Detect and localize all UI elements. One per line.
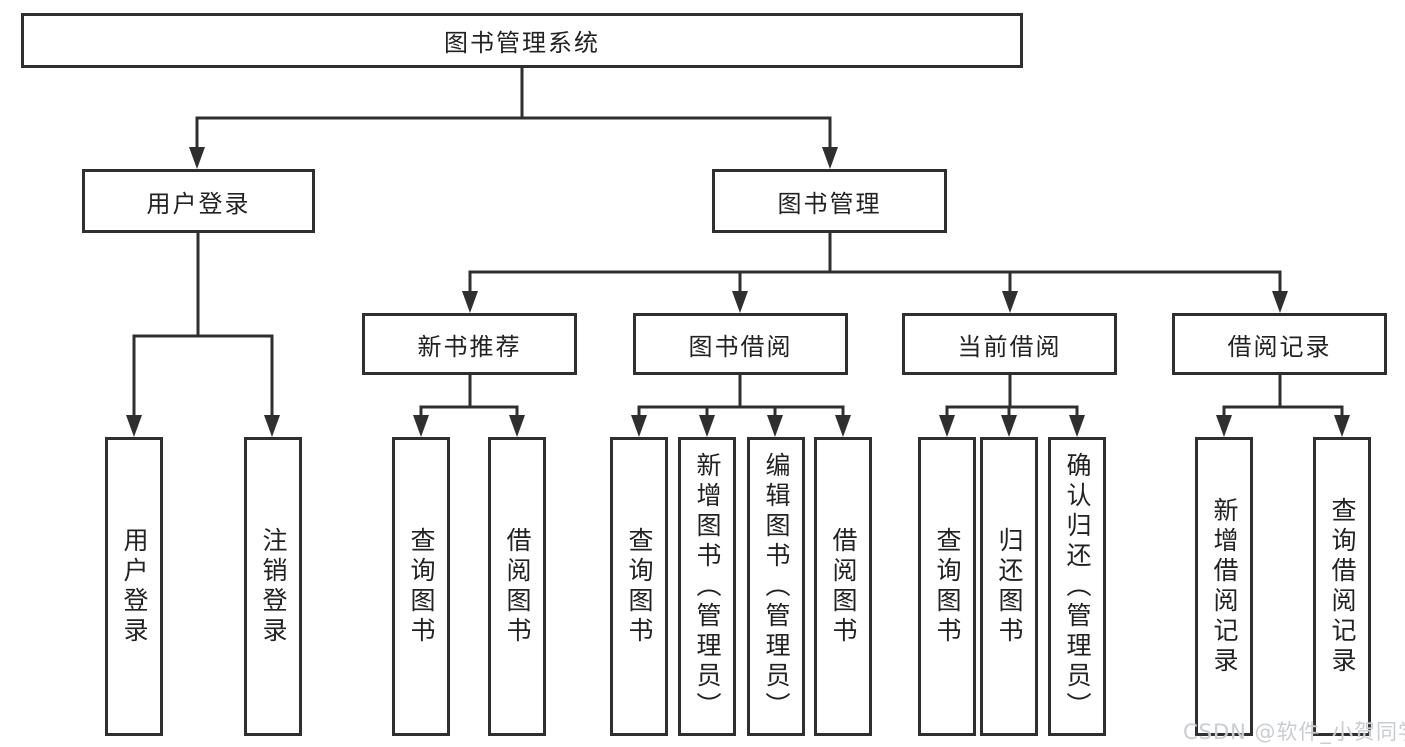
node-new-book-recommend: 新书推荐: [362, 313, 577, 375]
node-label: 借阅记录: [1227, 332, 1332, 361]
node-label: 查询图书: [407, 526, 436, 647]
node-label: 查询图书: [625, 526, 654, 647]
leaf-query-books-newbook: 查询图书: [392, 437, 450, 736]
node-label: 确认归还（管理员）: [1063, 451, 1092, 722]
node-label: 图书管理系统: [444, 29, 600, 57]
csdn-watermark: CSDN @软件_小贺同学: [1183, 720, 1405, 744]
node-label: 用户登录: [146, 189, 251, 218]
node-label: 查询借阅记录: [1328, 496, 1357, 677]
leaf-add-books-admin: 新增图书（管理员）: [678, 437, 736, 736]
node-label: 归还图书: [995, 526, 1024, 647]
node-label: 图书管理: [777, 189, 882, 218]
leaf-query-books-current: 查询图书: [918, 437, 976, 736]
node-label: 新增借阅记录: [1210, 496, 1239, 677]
leaf-confirm-return-admin: 确认归还（管理员）: [1048, 437, 1106, 736]
node-label: 查询图书: [933, 526, 962, 647]
leaf-logout: 注销登录: [244, 437, 302, 736]
node-label: 新书推荐: [417, 332, 522, 361]
node-current-borrowing: 当前借阅: [902, 313, 1117, 375]
leaf-borrow-books-borrowing: 借阅图书: [814, 437, 872, 736]
leaf-user-login: 用户登录: [105, 437, 163, 736]
node-label: 注销登录: [259, 526, 288, 647]
node-book-borrowing: 图书借阅: [633, 313, 848, 375]
node-label: 新增图书（管理员）: [693, 451, 722, 722]
node-label: 当前借阅: [957, 332, 1062, 361]
node-label: 借阅图书: [503, 526, 532, 647]
node-label: 图书借阅: [688, 332, 793, 361]
leaf-add-borrow-record: 新增借阅记录: [1195, 437, 1253, 736]
leaf-query-books-borrowing: 查询图书: [610, 437, 668, 736]
leaf-edit-books-admin: 编辑图书（管理员）: [747, 437, 805, 736]
node-label: 借阅图书: [829, 526, 858, 647]
leaf-borrow-books-newbook: 借阅图书: [488, 437, 546, 736]
node-borrowing-records: 借阅记录: [1172, 313, 1387, 375]
node-label: 用户登录: [120, 526, 149, 647]
leaf-query-borrow-record: 查询借阅记录: [1313, 437, 1371, 736]
node-label: 编辑图书（管理员）: [762, 451, 791, 722]
leaf-return-books: 归还图书: [980, 437, 1038, 736]
node-book-management: 图书管理: [712, 169, 947, 233]
node-root-system: 图书管理系统: [21, 13, 1023, 68]
node-user-login: 用户登录: [82, 169, 315, 233]
